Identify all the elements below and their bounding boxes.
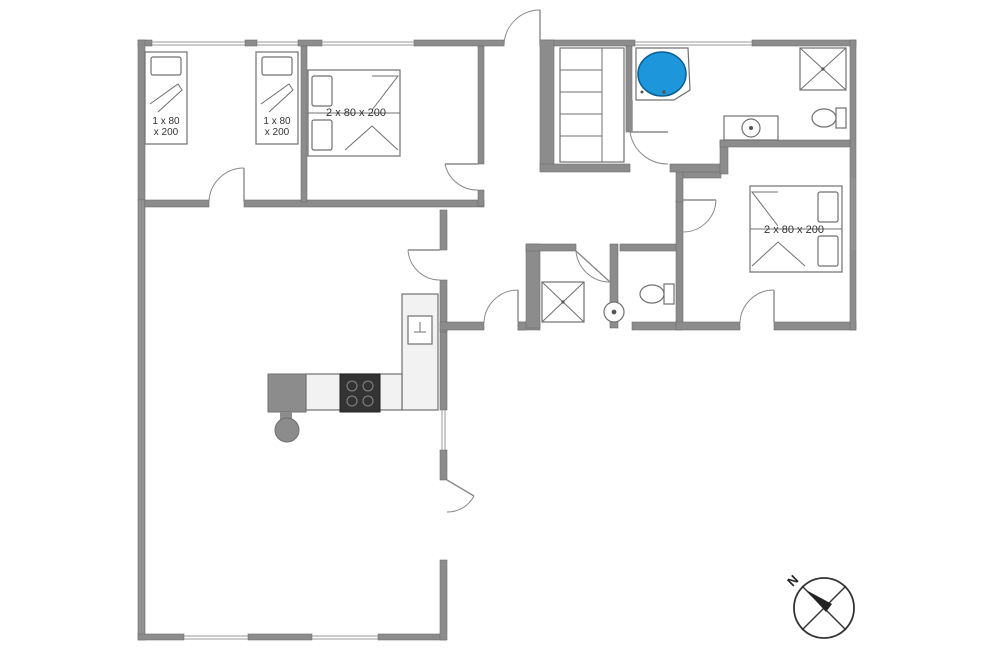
sauna-benches [559, 47, 625, 163]
sink-icon [723, 115, 779, 141]
single-bed-2-length: x 200 [265, 127, 290, 138]
sink-icon [603, 301, 625, 323]
double-bed-2-label: 2 x 80 x 200 [764, 224, 824, 236]
double-bed-icon: 2 x 80 x 200 [307, 69, 401, 157]
toilet-icon [639, 283, 675, 305]
single-bed-icon: 1 x 80 x 200 [144, 51, 188, 145]
compass-north-label: N [784, 572, 801, 589]
double-bed-icon: 2 x 80 x 200 [749, 185, 843, 273]
single-bed-1-length: x 200 [154, 127, 179, 138]
single-bed-1-size: 1 x 80 [152, 116, 180, 127]
doors [208, 9, 775, 513]
shower-icon [799, 47, 847, 91]
hot-tub-icon [635, 47, 691, 101]
stove-icon [339, 373, 381, 413]
single-bed-icon: 1 x 80 x 200 [255, 51, 299, 145]
double-bed-1-label: 2 x 80 x 200 [326, 107, 386, 119]
single-bed-2-size: 1 x 80 [263, 116, 291, 127]
walls [137, 39, 857, 641]
toilet-icon [811, 107, 847, 129]
compass-icon: N [784, 572, 855, 639]
shower-icon [541, 281, 585, 323]
windows [139, 41, 856, 640]
dining-table-icon [274, 412, 300, 443]
fridge [267, 373, 307, 413]
